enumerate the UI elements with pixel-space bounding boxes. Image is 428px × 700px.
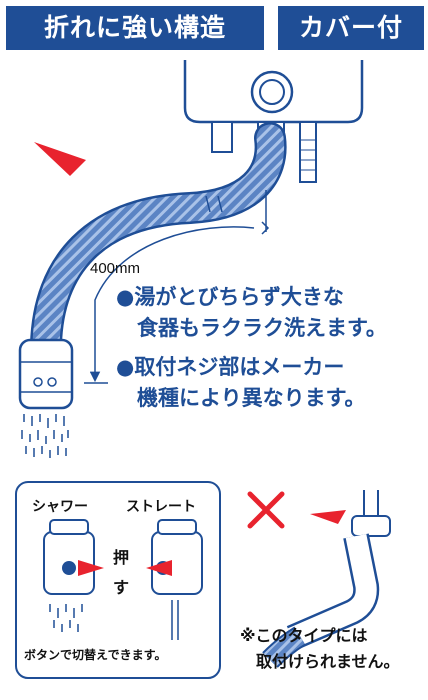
warning-line-1: ※このタイプには: [240, 626, 368, 645]
badge-cover: カバー付: [278, 6, 424, 50]
feature-line-4: 機種により異なります。: [137, 386, 366, 410]
push-label-2: す: [113, 578, 130, 597]
shower-nozzle: [18, 338, 74, 410]
switch-illustration: [15, 481, 221, 679]
switch-caption: ボタンで切替えできます。: [24, 648, 167, 662]
flexible-hose: [30, 122, 287, 361]
feature-line-2: 食器もラクラク洗えます。: [137, 316, 387, 340]
label-shower: シャワー: [32, 499, 88, 515]
dimension-arrow: [84, 190, 270, 384]
cross-mark-icon: [247, 491, 285, 529]
water-spray: [21, 414, 69, 458]
feature-line-3: ●取付ネジ部はメーカー: [116, 355, 345, 379]
label-straight: ストレート: [126, 499, 196, 515]
push-label-1: 押: [113, 548, 130, 567]
warning-line-2: 取付けられません。: [256, 652, 400, 671]
length-label: 400mm: [90, 260, 140, 277]
feature-line-1: ●湯がとびちらず大きな: [116, 285, 344, 309]
red-arrow-icon: [34, 142, 86, 176]
incompatible-type-illustration: [247, 490, 391, 668]
water-heater-unit: [183, 60, 364, 183]
badge-foldproof: 折れに強い構造: [6, 6, 264, 50]
